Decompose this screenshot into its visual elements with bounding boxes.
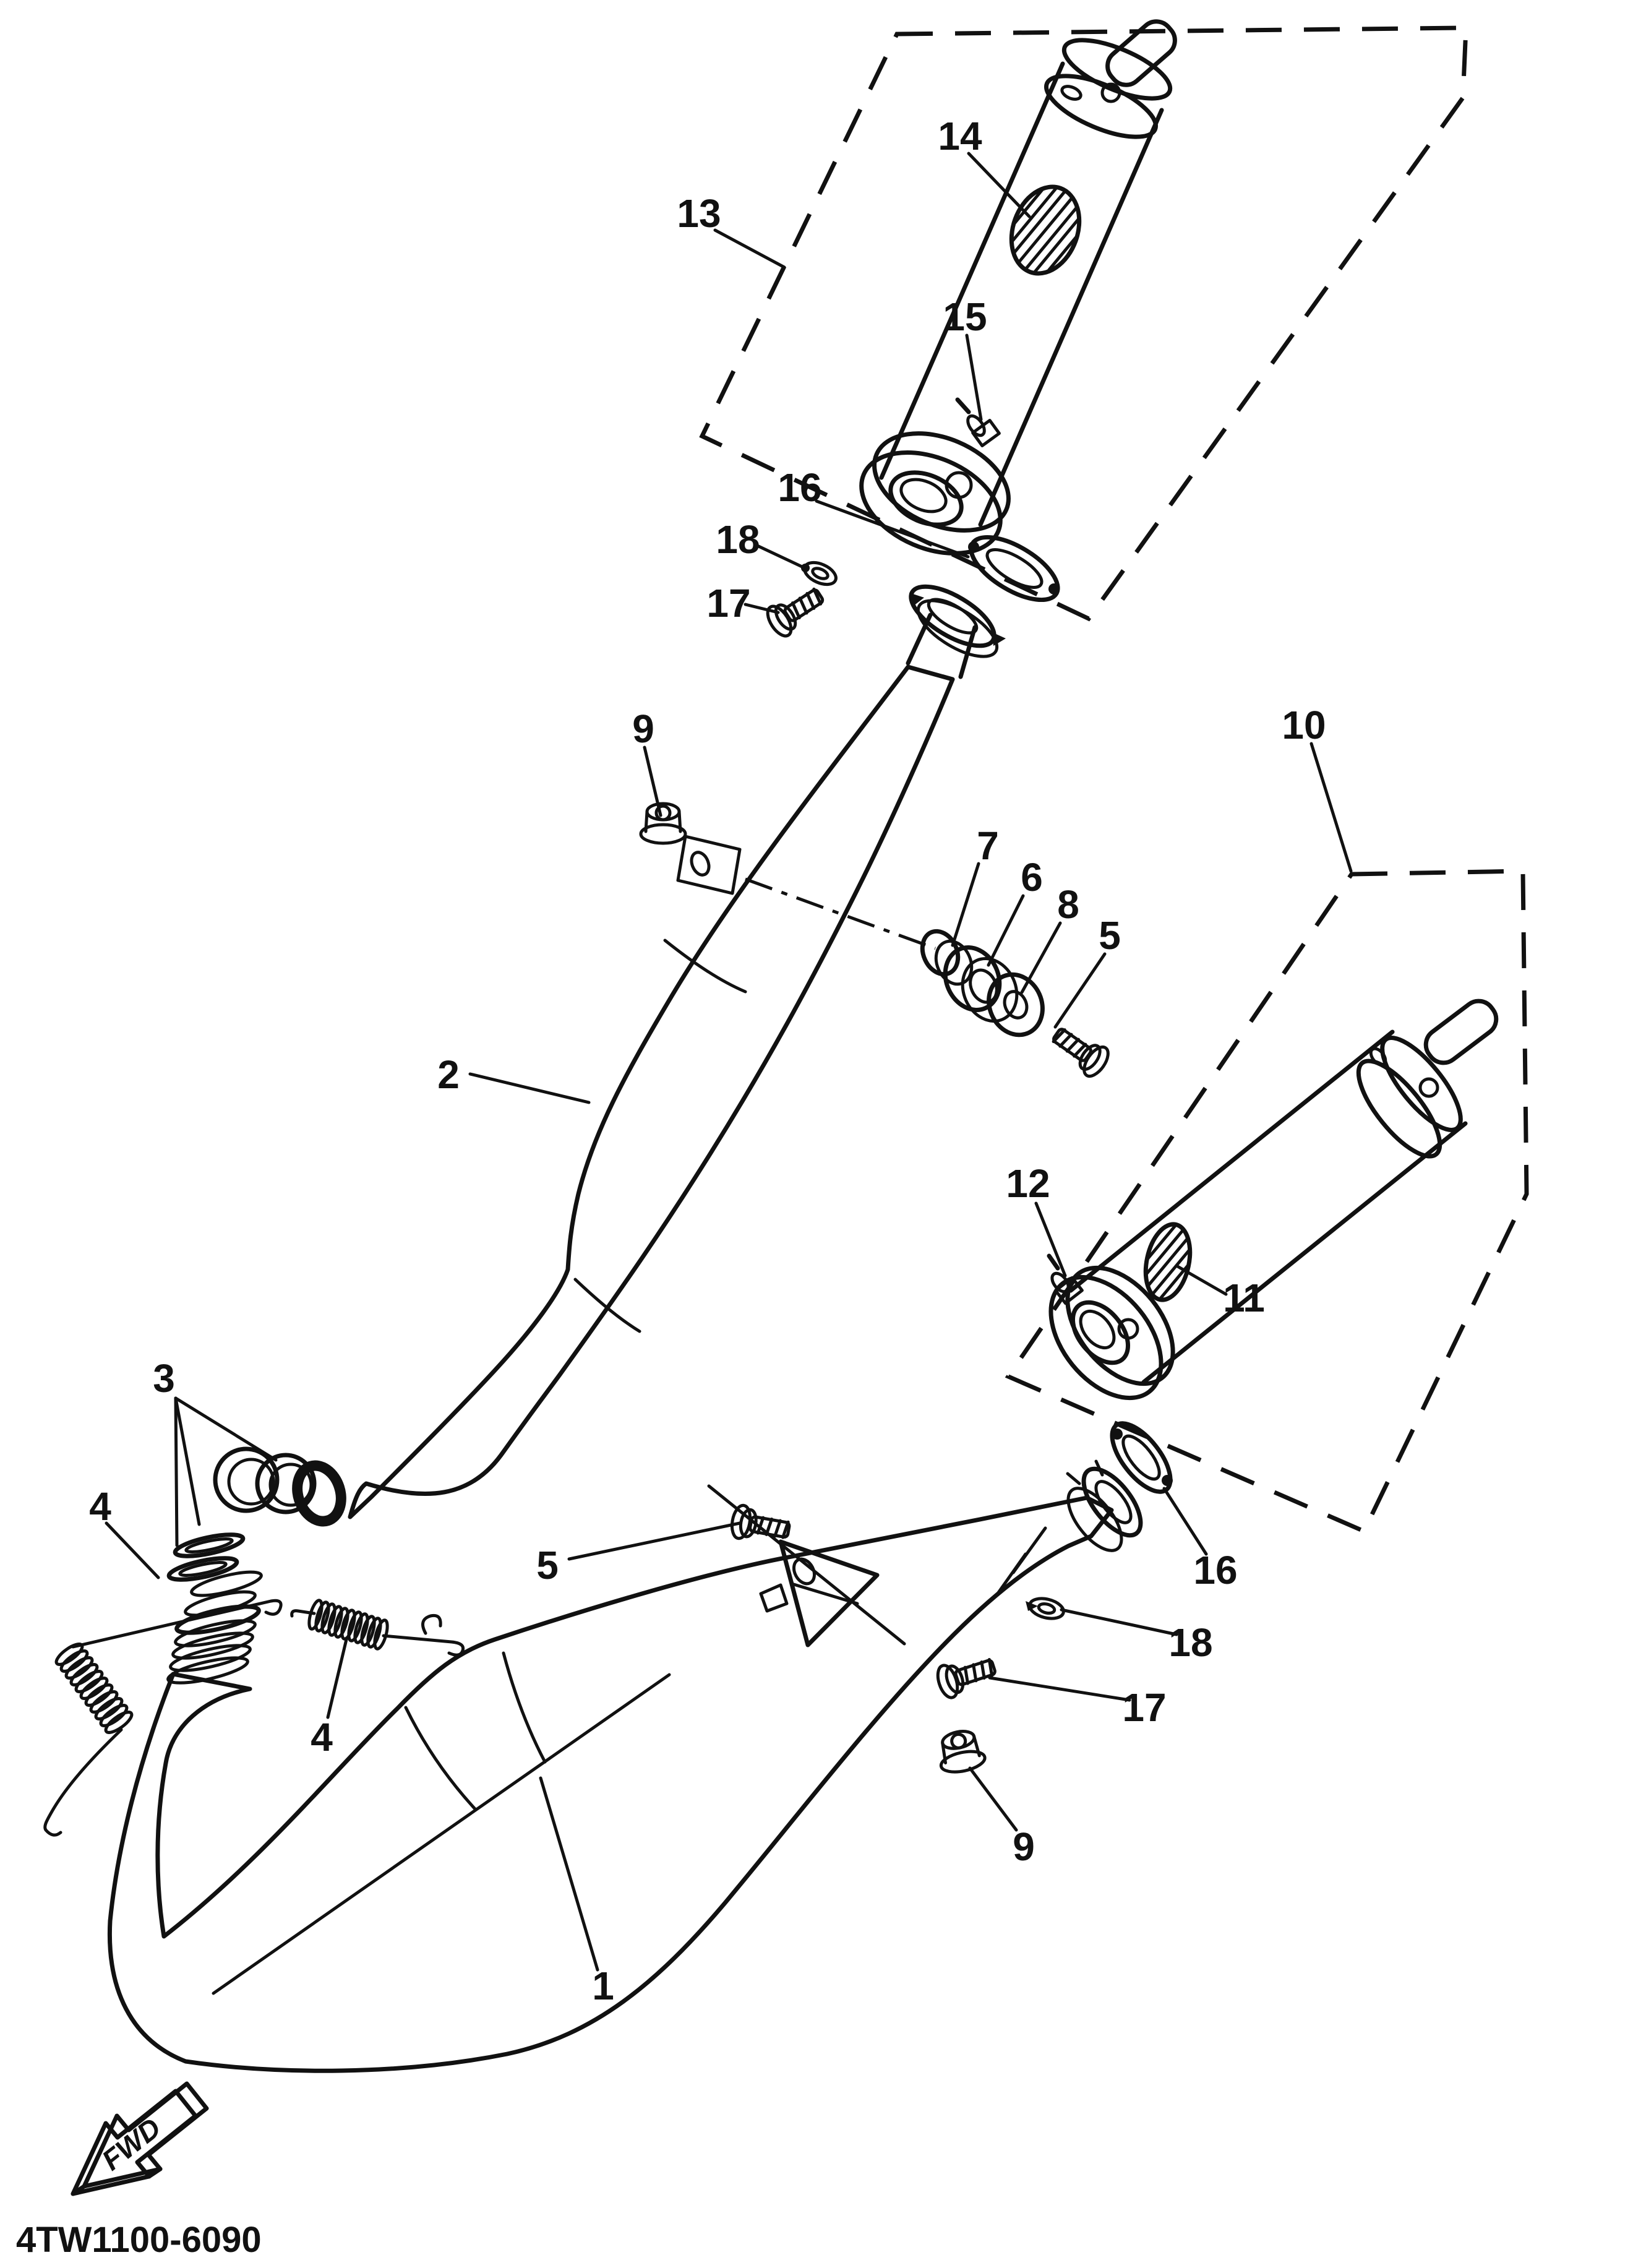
spring-anchor-tab: [421, 1613, 442, 1635]
callout-14: 14: [938, 114, 982, 158]
callout-1: 1: [592, 1964, 614, 2008]
callout-labels: 1 2 3 4 4 5 5 6 7 8 9 9 10 11 12 13 14 1…: [89, 114, 1326, 2008]
rivet-15: [955, 397, 1001, 448]
weld-seam: [573, 1278, 641, 1333]
callout-17-top: 17: [706, 581, 750, 625]
callout-16-top: 16: [778, 465, 821, 510]
joint-rings-3: [166, 1446, 346, 1582]
plain-washer-8: [987, 972, 1045, 1037]
callout-2: 2: [437, 1052, 460, 1097]
callout-4-left: 4: [89, 1484, 111, 1529]
silencer-upper-inlet-tube: [888, 470, 964, 527]
callout-10: 10: [1282, 703, 1326, 747]
callout-8: 8: [1057, 882, 1079, 927]
exhaust-gasket-top: [968, 535, 1060, 603]
silencer-upper-outlet-stub: [1105, 19, 1177, 87]
silencer-lower-inlet-tube: [1070, 1300, 1131, 1365]
callout-11: 11: [1223, 1276, 1265, 1320]
chamber-1-outlet-flange: [1066, 1459, 1143, 1552]
stay-bracket: [707, 1484, 906, 1647]
callout-9-top: 9: [632, 707, 654, 751]
callout-3: 3: [153, 1356, 175, 1401]
flange-nut-9-bottom: [935, 1727, 987, 1776]
rivet-12: [1047, 1253, 1084, 1305]
callout-18-bottom: 18: [1168, 1620, 1212, 1665]
chamber-2-outlet-flange: [906, 584, 1006, 679]
callout-16-bottom: 16: [1193, 1548, 1237, 1592]
silencer-assembly-box-10: [1005, 869, 1529, 1534]
silencer-lower-outlet-stub: [1423, 999, 1499, 1065]
expansion-chamber-2: [348, 584, 1006, 1519]
weld-seam: [212, 1673, 671, 1995]
callout-9-bottom: 9: [1013, 1824, 1035, 1869]
flange-nut-9-top: [641, 804, 685, 843]
silencer-upper: [859, 19, 1177, 556]
spring-washer-18-top: [801, 561, 838, 586]
callout-4-right: 4: [311, 1715, 333, 1759]
joint-collar: [292, 1460, 346, 1527]
spring-washer-18-bottom: [1026, 1597, 1065, 1620]
weld-seam: [404, 1706, 477, 1811]
callout-6: 6: [1021, 855, 1043, 900]
chamber-1-inlet-collar: [166, 1570, 263, 1685]
leader-lines: [105, 152, 1353, 1972]
callout-13: 13: [677, 191, 721, 236]
expansion-chamber-1: [107, 1459, 1143, 2073]
callout-12: 12: [1006, 1161, 1050, 1206]
weld-seam: [502, 1651, 547, 1764]
flange-bolt-5-mid: [1047, 1020, 1113, 1080]
fwd-arrow: FWD: [71, 2081, 209, 2196]
silencer-lower: [1047, 999, 1499, 1401]
flange-bolt-17-bottom: [934, 1651, 998, 1700]
mount-plate: [676, 835, 742, 895]
callout-15: 15: [943, 294, 987, 339]
tension-spring-left: [43, 1599, 283, 1837]
callout-5-bottom: 5: [536, 1543, 559, 1587]
callout-7: 7: [977, 823, 999, 868]
weld-seam: [663, 939, 747, 994]
callout-17-bottom: 17: [1122, 1685, 1166, 1730]
callout-18-top: 18: [716, 517, 760, 562]
callout-5-mid: 5: [1099, 913, 1121, 958]
silencer-assembly-box-13: [699, 25, 1468, 622]
mesh-window-11: [1139, 1220, 1197, 1304]
part-number: 4TW1100-6090: [16, 2220, 262, 2260]
centerline: [745, 877, 936, 950]
mesh-window-14: [1000, 177, 1091, 283]
tension-spring-right: [290, 1599, 465, 1657]
